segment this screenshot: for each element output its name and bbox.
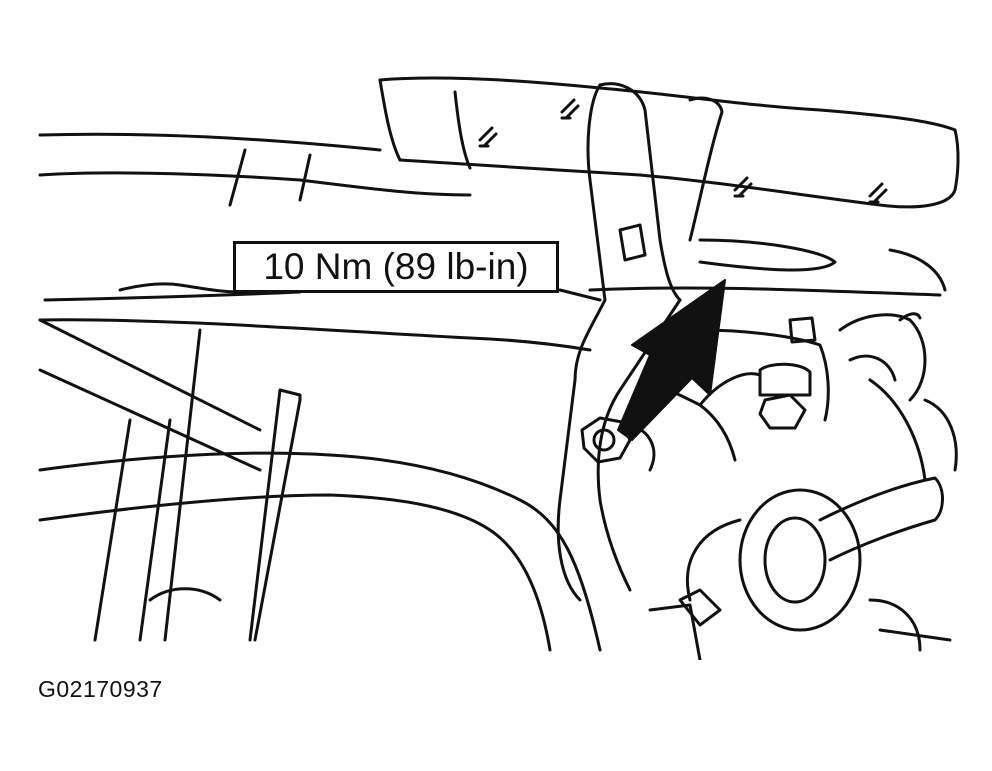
line-drawing: [38, 76, 960, 660]
figure-id-label: G02170937: [38, 676, 163, 702]
arrow-pointer-icon: [617, 279, 726, 441]
frame-lines: [38, 132, 947, 352]
flexible-tube: [38, 451, 602, 652]
left-rods: [38, 318, 302, 642]
upper-hose: [378, 76, 960, 209]
torque-spec-callout: 10 Nm (89 lb-in): [233, 241, 559, 293]
torque-spec-label: 10 Nm (89 lb-in): [263, 246, 529, 287]
engine-components: [638, 312, 958, 660]
callout-leader-line: [558, 288, 602, 302]
